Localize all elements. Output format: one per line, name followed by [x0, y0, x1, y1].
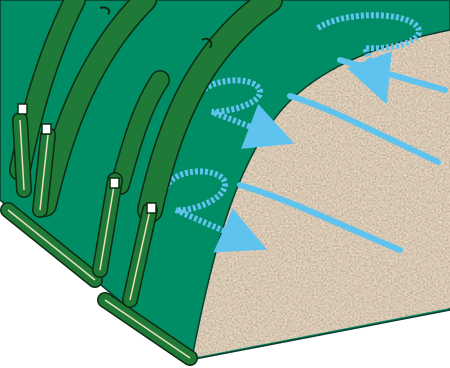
tube-tab	[42, 124, 51, 134]
tube-tab	[110, 178, 119, 188]
tube-tab	[147, 203, 156, 213]
tube-tab	[18, 104, 27, 114]
